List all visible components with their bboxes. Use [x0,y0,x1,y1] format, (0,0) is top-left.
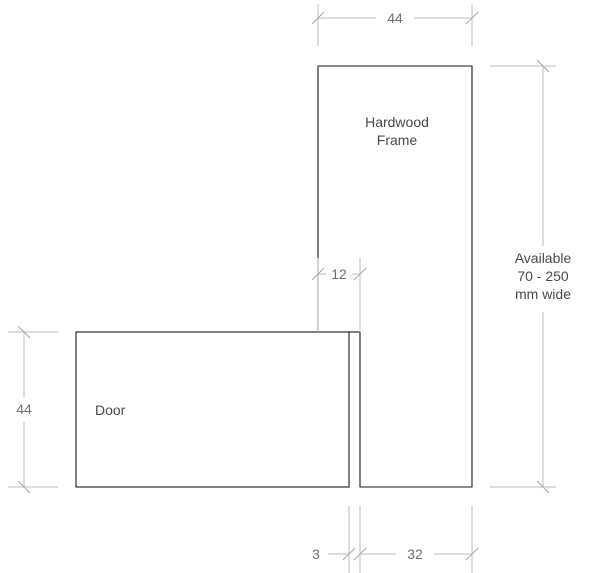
available-width-dimension: Available 70 - 250 mm wide [490,59,572,494]
frame-depth-dimension: 44 [311,4,479,46]
door-thickness-dimension: 44 [8,325,58,494]
rebate-value: 12 [331,266,347,282]
available-label-line2: 70 - 250 [517,268,569,284]
gap-value: 3 [312,546,320,562]
frame-offset-value: 32 [407,546,423,562]
bottom-dimensions: 3 32 [312,506,479,573]
door-thickness-value: 44 [16,401,32,417]
available-label-line3: mm wide [515,286,571,302]
available-label-line1: Available [515,250,572,266]
door-outline [75,331,350,488]
frame-label-line1: Hardwood [365,114,429,130]
door-label: Door [95,402,126,418]
rebate-dimension: 12 [311,258,367,332]
frame-label-line2: Frame [377,132,418,148]
frame-depth-value: 44 [387,10,403,26]
